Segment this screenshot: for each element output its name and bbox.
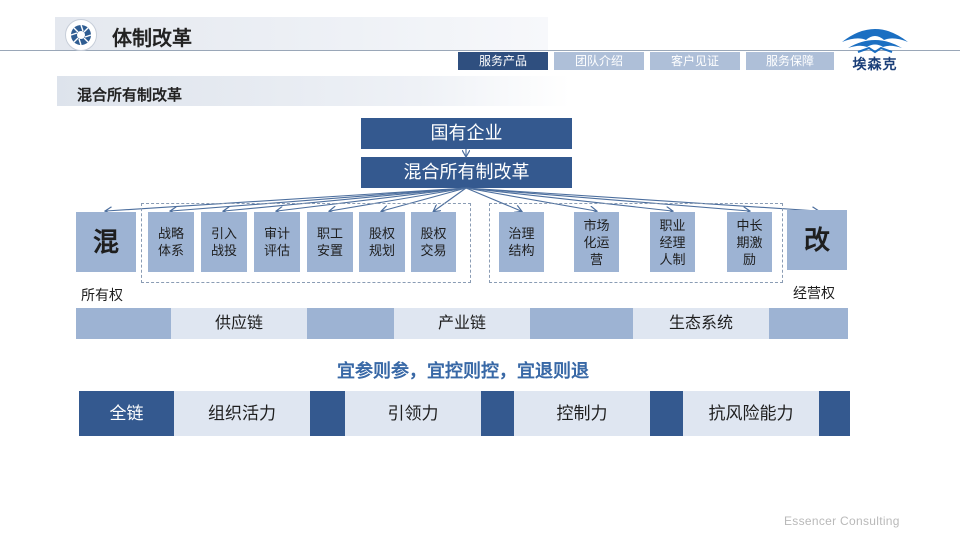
brand-text: 埃森克	[852, 56, 898, 72]
footer-brand: Essencer Consulting	[784, 514, 900, 528]
tab-team-intro[interactable]: 团队介绍	[554, 52, 644, 70]
tab-service-guarantee[interactable]: 服务保障	[746, 52, 834, 70]
item-staff-placement: 职工安置	[307, 212, 353, 272]
full-chain-label: 全链	[79, 391, 174, 436]
slogan: 宜参则参，宜控则控，宜退则退	[337, 361, 589, 381]
item-professional-manager: 职业经理人制	[650, 212, 695, 272]
soe-box: 国有企业	[361, 118, 572, 149]
chain-spacer	[76, 308, 171, 339]
ownership-label: 所有权	[81, 287, 123, 303]
operation-right-label: 经营权	[793, 285, 835, 301]
aperture-icon	[65, 19, 97, 51]
capability-control: 控制力	[514, 391, 650, 436]
capability-organizational-vitality: 组织活力	[174, 391, 310, 436]
item-governance-structure: 治理结构	[499, 212, 544, 272]
brand-logo: 埃森克	[838, 18, 912, 72]
capability-leadership: 引领力	[345, 391, 481, 436]
mixed-ownership-box: 混合所有制改革	[361, 157, 572, 188]
capability-spacer	[819, 391, 850, 436]
tab-client-testimonials[interactable]: 客户见证	[650, 52, 740, 70]
capability-spacer	[310, 391, 345, 436]
ecosystem: 生态系统	[633, 308, 769, 339]
chain-spacer	[307, 308, 394, 339]
operation-items-group	[489, 203, 783, 283]
item-strategy-system: 战略体系	[148, 212, 194, 272]
capability-spacer	[650, 391, 683, 436]
section-subtitle: 混合所有制改革	[77, 87, 183, 104]
item-market-operation: 市场化运营	[574, 212, 619, 272]
industry-chain: 产业链	[394, 308, 530, 339]
item-long-term-incentive: 中长期激励	[727, 212, 772, 272]
supply-chain: 供应链	[171, 308, 307, 339]
title-bar	[55, 17, 548, 51]
item-audit-valuation: 审计评估	[254, 212, 300, 272]
chain-spacer	[769, 308, 848, 339]
mix-char-box: 混	[76, 212, 136, 272]
capability-spacer	[481, 391, 514, 436]
item-strategic-investor: 引入战投	[201, 212, 247, 272]
ownership-items-group	[141, 203, 471, 283]
page-title: 体制改革	[112, 28, 192, 50]
title-divider	[0, 50, 960, 51]
capability-risk-resistance: 抗风险能力	[683, 391, 819, 436]
subtitle-bar	[57, 76, 570, 106]
item-equity-planning: 股权规划	[359, 212, 405, 272]
reform-char-box: 改	[787, 210, 847, 270]
item-equity-trading: 股权交易	[411, 212, 456, 272]
tab-service-products[interactable]: 服务产品	[458, 52, 548, 70]
chain-spacer	[530, 308, 633, 339]
